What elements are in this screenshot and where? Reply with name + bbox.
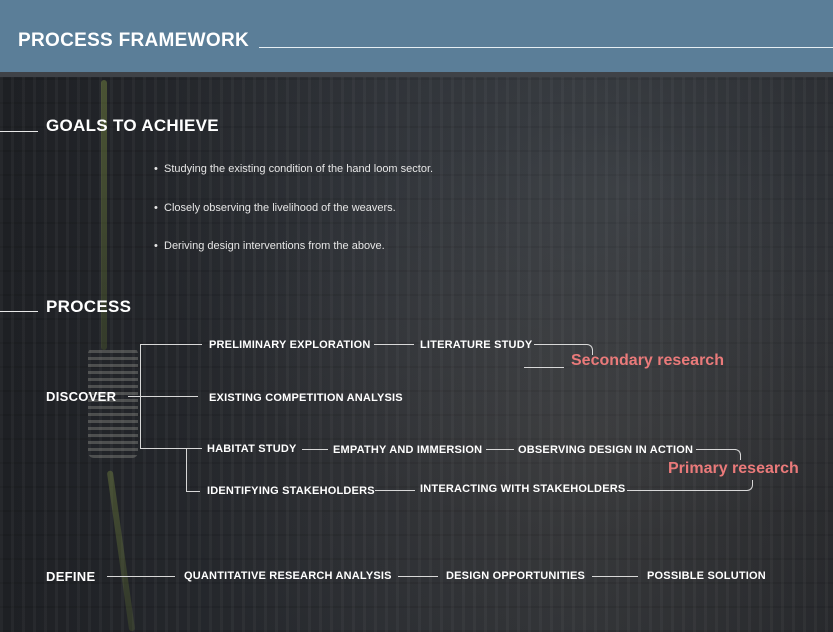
connector [302,449,328,450]
interacting-with-stakeholders: INTERACTING WITH STAKEHOLDERS [420,483,626,495]
goal-text: Deriving design interventions from the a… [164,240,385,252]
observing-design-in-action: OBSERVING DESIGN IN ACTION [518,444,694,456]
process-title: PROCESS [46,297,132,316]
literature-study: LITERATURE STUDY [420,339,533,351]
primary-brace-bottom [742,480,753,491]
header-rule [259,47,833,48]
connector [696,449,736,450]
quantitative-research-analysis: QUANTITATIVE RESEARCH ANALYSIS [184,570,392,582]
goal-item: •Deriving design interventions from the … [154,240,385,252]
empathy-and-immersion: EMPATHY AND IMMERSION [333,444,483,456]
goal-text: Studying the existing condition of the h… [164,163,434,175]
connector [524,367,564,368]
secondary-research-label: Secondary research [571,352,724,369]
process-rule [0,311,38,312]
preliminary-exploration: PRELIMINARY EXPLORATION [209,339,371,351]
connector [140,448,202,449]
connector [186,491,200,492]
connector [374,344,414,345]
connector [128,396,198,397]
goal-text: Closely observing the livelihood of the … [164,202,396,214]
loom-thread [101,80,107,350]
connector [398,576,438,577]
goal-item: •Closely observing the livelihood of the… [154,202,396,214]
secondary-brace [554,344,593,355]
connector [140,344,202,345]
goals-title: GOALS TO ACHIEVE [46,116,219,135]
habitat-study: HABITAT STUDY [207,443,297,455]
possible-solution: POSSIBLE SOLUTION [647,570,766,582]
existing-competition-analysis: EXISTING COMPETITION ANALYSIS [209,392,403,404]
connector [107,576,175,577]
page-title: PROCESS FRAMEWORK [18,30,249,51]
connector [534,344,554,345]
primary-research-label: Primary research [668,460,799,477]
connector [592,576,638,577]
discover-label: DISCOVER [46,389,117,404]
define-label: DEFINE [46,569,96,584]
loom-spring [88,348,138,458]
primary-brace-top [730,449,741,460]
design-opportunities: DESIGN OPPORTUNITIES [446,570,586,582]
connector [627,490,742,491]
goal-item: •Studying the existing condition of the … [154,163,434,175]
connector [140,344,141,448]
header-bar: PROCESS FRAMEWORK [0,0,833,77]
goals-rule [0,131,38,132]
connector [186,448,187,491]
connector [375,490,415,491]
connector [486,449,514,450]
identifying-stakeholders: IDENTIFYING STAKEHOLDERS [207,485,375,497]
